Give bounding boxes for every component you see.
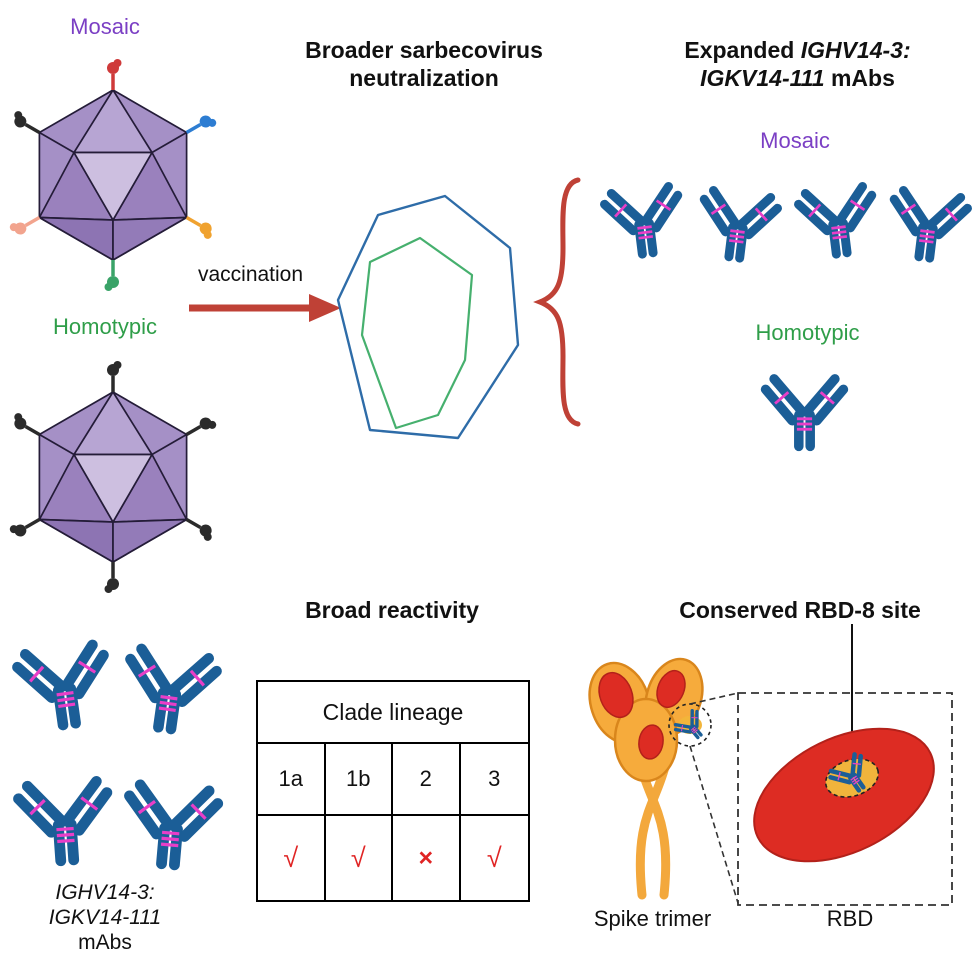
broad-reactivity-title: Broad reactivity [305,597,479,623]
homotypic-breadth-outline [360,236,474,430]
clade-column-1b: 1b [326,744,393,814]
antibody-icon [111,623,231,743]
antibody-icon [113,759,230,876]
clade-column-3: 3 [488,766,501,791]
clade-column-1a: 1a [258,744,326,814]
mabs-gene-line2: IGKV14-111 [48,906,162,929]
antibody-icon [3,619,123,739]
center-title-line1: Broader sarbecovirus [305,37,543,63]
zoom-connector-lines [689,692,739,904]
result-1a-check: √ [258,816,326,900]
neutralization-plot [336,194,520,440]
antibody-icon [757,358,852,453]
zoom-box [737,692,953,906]
mabs-gene-label: IGHV14-3: IGKV14-111 mAbs [25,880,185,955]
rbd-label: RBD [826,906,874,931]
spike-rbd-domains [598,669,686,760]
right-title-gene1: IGHV14-3: [800,37,911,63]
mabs-gene-line1: IGHV14-3: [55,881,155,904]
clade-reactivity-table: Clade lineage 1a 1b 2 3 √ √ × √ [256,680,530,902]
table-column-row: 1a 1b 2 3 [258,744,528,816]
rbd-zoom-illustration [737,692,953,906]
vaccination-label: vaccination [197,263,304,286]
brace-icon [533,177,581,427]
homotypic-nanoparticle-icon [9,361,217,593]
right-title-post: mAbs [824,65,895,91]
clade-column-2: 2 [393,744,461,814]
antibody-icon [787,165,887,265]
right-title-pre: Expanded [684,37,801,63]
table-results-row: √ √ × √ [258,816,528,900]
right-title: Expanded IGHV14-3: IGKV14-111 mAbs [625,36,970,92]
spike-trimer-label: Spike trimer [593,906,712,931]
antibody-icon [689,169,789,269]
homotypic-antigens [9,361,217,593]
table-header: Clade lineage [258,682,528,744]
mosaic-mabs-label: Mosaic [760,128,830,153]
center-title: Broader sarbecovirus neutralization [264,36,584,92]
right-title-gene2: IGKV14-111 [700,65,825,91]
right-title-line2: IGKV14-111 mAbs [625,64,970,92]
spike-stalk [635,758,671,900]
conserved-site-title: Conserved RBD-8 site [679,597,921,623]
antibody-icon [593,165,693,265]
antibody-icon [879,169,977,269]
mosaic-label: Mosaic [70,14,140,39]
mosaic-breadth-outline [336,194,520,440]
mabs-gene-line3: mAbs [78,931,132,954]
vaccination-arrow-icon [189,294,341,322]
mosaic-nanoparticle-icon [9,59,217,291]
homotypic-mabs-label: Homotypic [755,320,860,345]
mosaic-antigens [9,59,217,291]
right-title-line1: Expanded IGHV14-3: [625,36,970,64]
result-2-cross: × [393,816,461,900]
result-1b-check: √ [326,816,393,900]
homotypic-label: Homotypic [53,314,157,339]
center-title-line2: neutralization [349,65,499,91]
antibody-icon [6,756,121,871]
result-3-check: √ [486,842,502,873]
rbd-site-pointer-line [851,624,853,765]
